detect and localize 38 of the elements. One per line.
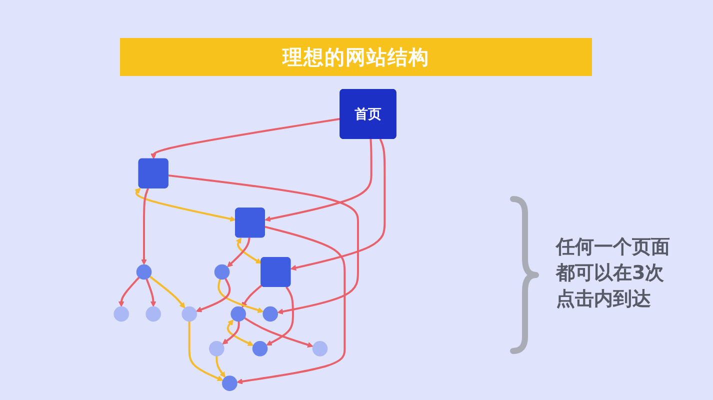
title-banner: 理想的网站结构 [120, 38, 592, 76]
arrow [216, 356, 226, 378]
arrow [242, 284, 262, 308]
arrow [150, 118, 340, 160]
page-square [138, 158, 168, 188]
page-circle [136, 264, 152, 280]
page-circle [252, 341, 268, 356]
arrow [222, 321, 240, 344]
homepage-box: 首页 [340, 89, 396, 139]
arrow [290, 138, 386, 271]
page-circle [182, 306, 197, 322]
arrow [236, 226, 346, 384]
arrow [188, 321, 224, 382]
page-circle [146, 306, 161, 322]
page-circle [114, 306, 129, 322]
page-circle [222, 376, 238, 391]
arrow [227, 238, 250, 268]
page-square [260, 257, 291, 287]
page-circle [262, 306, 278, 322]
arrow [146, 278, 156, 307]
page-circle [214, 264, 230, 280]
arrow [244, 317, 314, 348]
page-circle [209, 341, 224, 356]
arrow [196, 278, 231, 312]
arrow [141, 188, 150, 265]
arrow [264, 138, 372, 222]
page-circle [312, 341, 328, 356]
note-text: 任何一个页面都可以在3次点击内到达 [556, 235, 671, 312]
arrow [218, 278, 264, 313]
double-arrow [236, 238, 262, 264]
arrow [266, 286, 294, 346]
double-arrow [134, 188, 236, 222]
arrow [149, 276, 186, 308]
arrow [168, 174, 359, 314]
arrow [118, 276, 140, 307]
page-circle [230, 306, 246, 322]
double-arrow [226, 319, 254, 346]
page-square [235, 208, 265, 238]
